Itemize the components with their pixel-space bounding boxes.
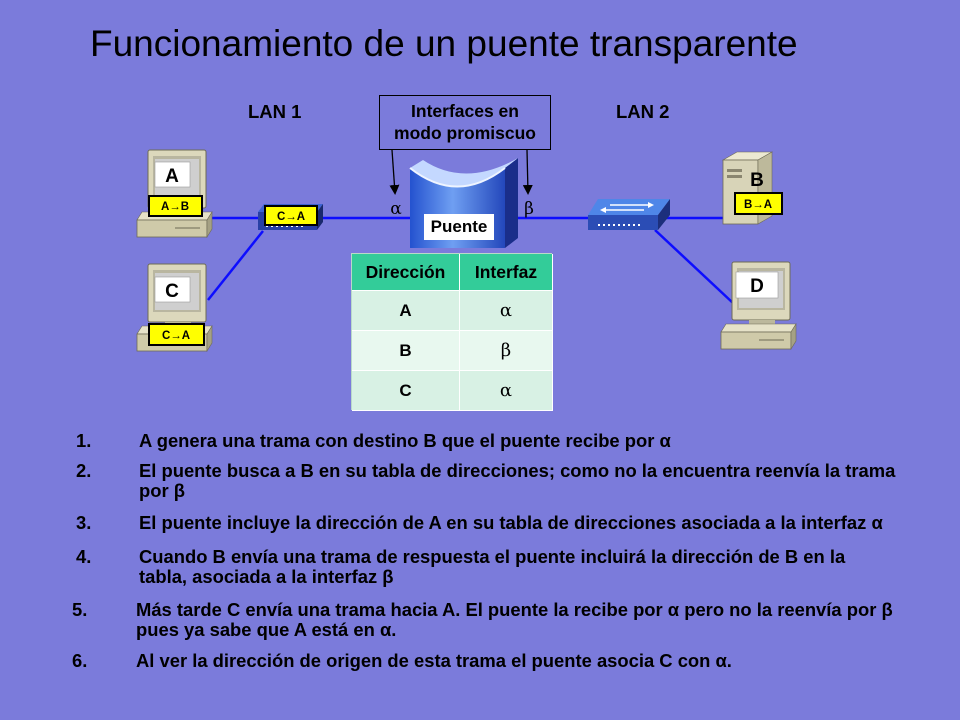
step-number: 2. [76,460,92,481]
lan2-label: LAN 2 [616,101,670,122]
host-d-label: D [750,276,764,297]
lan2-branch-line [654,229,734,304]
host-b-frame-label: B→A [744,199,772,211]
step-line: pues ya sabe que A está en α. [136,619,397,640]
callout-arrow-alpha [389,149,400,195]
step-text: Al ver la dirección de origen de esta tr… [136,651,732,671]
hub-frame-box [264,205,318,226]
step-text: El puente busca a B en su tabla de direc… [139,461,895,501]
table-cell-interface: β [460,331,553,371]
address-table: Dirección Interfaz A α B β C α [351,253,553,411]
table-header-interface: Interfaz [460,254,553,291]
host-c-frame-box [148,323,205,346]
table-cell-address: C [352,371,460,411]
callout-line-2: modo promiscuo [394,123,536,143]
step-text: A genera una trama con destino B que el … [139,431,671,451]
step-number: 3. [76,512,92,533]
table-cell-address: B [352,331,460,371]
step-line: tabla, asociada a la interfaz β [139,566,394,587]
step-number: 6. [72,650,88,671]
port-alpha-label: α [390,199,402,219]
lan1-branch-line [207,230,264,301]
lan1-label: LAN 1 [248,101,302,122]
port-beta-label: β [524,199,534,219]
table-cell-interface: α [460,291,553,331]
step-line: El puente busca a B en su tabla de direc… [139,460,896,481]
step-number: 5. [72,599,88,620]
host-b-label: B [750,170,764,191]
host-a-computer-icon [136,149,213,238]
callout-line-1: Interfaces en [411,101,519,121]
table-header-address: Dirección [352,254,460,291]
host-a-label: A [165,166,179,187]
host-a-frame-label: A→B [161,201,189,213]
hub-frame-label: C→A [277,211,305,223]
step-line: por β [139,480,185,501]
table-cell-address: A [352,291,460,331]
table-cell-interface: α [460,371,553,411]
step-line: A genera una trama con destino B que el … [139,430,671,451]
promiscuous-mode-callout: Interfaces en modo promiscuo [379,95,551,150]
step-line: Cuando B envía una trama de respuesta el… [139,546,846,567]
step-number: 1. [76,430,92,451]
step-line: Al ver la dirección de origen de esta tr… [136,650,732,671]
step-text: Más tarde C envía una trama hacia A. El … [136,600,893,640]
step-text: El puente incluye la dirección de A en s… [139,513,883,533]
page-title: Funcionamiento de un puente transparente [90,23,798,64]
step-line: Más tarde C envía una trama hacia A. El … [136,599,893,620]
host-c-label: C [165,281,179,302]
host-a-frame-box [148,195,203,217]
bridge-label: Puente [424,214,494,240]
step-number: 4. [76,546,92,567]
host-b-frame-box [734,192,783,215]
switch-icon [588,199,670,230]
host-c-frame-label: C→A [162,330,190,342]
step-line: El puente incluye la dirección de A en s… [139,512,883,533]
host-c-computer-icon [136,263,213,352]
host-d-computer-icon [720,261,797,350]
callout-arrow-beta [522,149,533,195]
step-text: Cuando B envía una trama de respuesta el… [139,547,845,587]
